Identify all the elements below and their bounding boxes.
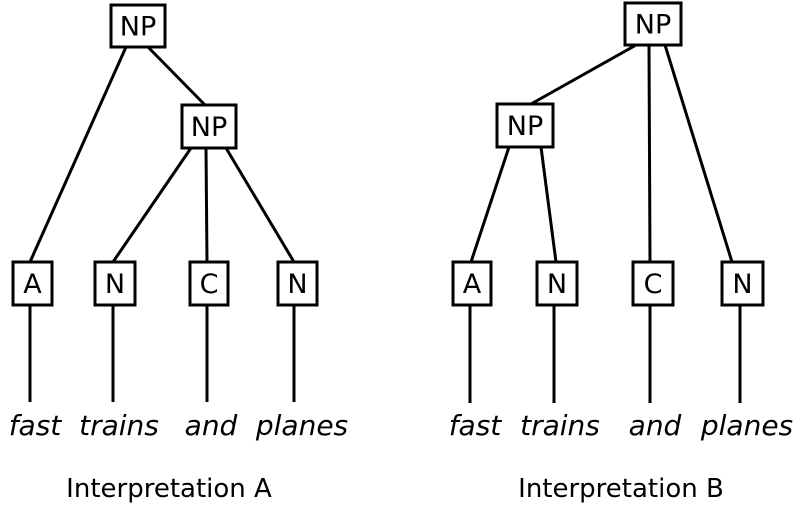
tree-edge-np-root-to-np-mid <box>145 44 207 107</box>
node-label-interpretation-b-c: C <box>644 269 663 300</box>
tree-edge-np-root-to-c <box>647 43 652 264</box>
node-box-interpretation-a-np-root <box>109 3 167 49</box>
node-label-interpretation-b-a: A <box>463 269 482 300</box>
leaf-word-fast: fast <box>449 409 503 442</box>
node-box-interpretation-a-a <box>11 260 54 307</box>
leaf-word-and: and <box>185 409 238 442</box>
node-label-interpretation-a-np-mid: NP <box>191 112 227 143</box>
node-box-interpretation-b-n2 <box>720 260 765 307</box>
node-label-interpretation-a-a: A <box>23 269 42 300</box>
leaf-word-planes: planes <box>700 409 793 442</box>
node-label-interpretation-a-np-root: NP <box>120 12 156 43</box>
node-box-interpretation-b-np-mid <box>495 102 555 149</box>
tree-edge-np-root-to-np-mid <box>529 43 638 106</box>
node-label-interpretation-b-np-root: NP <box>635 10 671 41</box>
node-label-interpretation-b-n2: N <box>732 269 752 300</box>
tree-edge-np-root-to-n2 <box>663 43 734 264</box>
tree-edge-np-mid-to-n2 <box>224 146 296 264</box>
node-box-interpretation-b-np-root <box>623 1 683 47</box>
leaf-word-planes: planes <box>255 409 348 442</box>
tree-edge-np-mid-to-n1 <box>539 145 558 264</box>
tree-caption-interpretation-a: Interpretation A <box>66 474 272 504</box>
tree-caption-interpretation-b: Interpretation B <box>518 474 724 504</box>
leaf-word-trains: trains <box>520 409 600 442</box>
node-box-interpretation-b-a <box>451 260 493 307</box>
node-box-interpretation-b-n1 <box>535 260 579 307</box>
tree-edge-np-mid-to-n1 <box>111 146 193 264</box>
node-label-interpretation-a-n2: N <box>287 269 307 300</box>
tree-edge-np-root-to-a <box>28 45 128 264</box>
node-label-interpretation-a-n1: N <box>105 269 125 300</box>
leaf-word-trains: trains <box>79 409 159 442</box>
node-box-interpretation-a-np-mid <box>180 103 238 150</box>
tree-edge-np-mid-to-c <box>204 146 209 264</box>
node-box-interpretation-a-c <box>188 260 230 307</box>
node-box-interpretation-a-n2 <box>276 260 319 307</box>
node-label-interpretation-b-n1: N <box>547 269 567 300</box>
tree-edge-np-mid-to-a <box>469 145 511 264</box>
node-box-interpretation-b-c <box>631 260 675 307</box>
leaf-word-fast: fast <box>9 409 63 442</box>
node-box-interpretation-a-n1 <box>93 260 137 307</box>
node-label-interpretation-b-np-mid: NP <box>507 111 543 142</box>
node-label-interpretation-a-c: C <box>200 269 219 300</box>
leaf-word-and: and <box>629 409 682 442</box>
